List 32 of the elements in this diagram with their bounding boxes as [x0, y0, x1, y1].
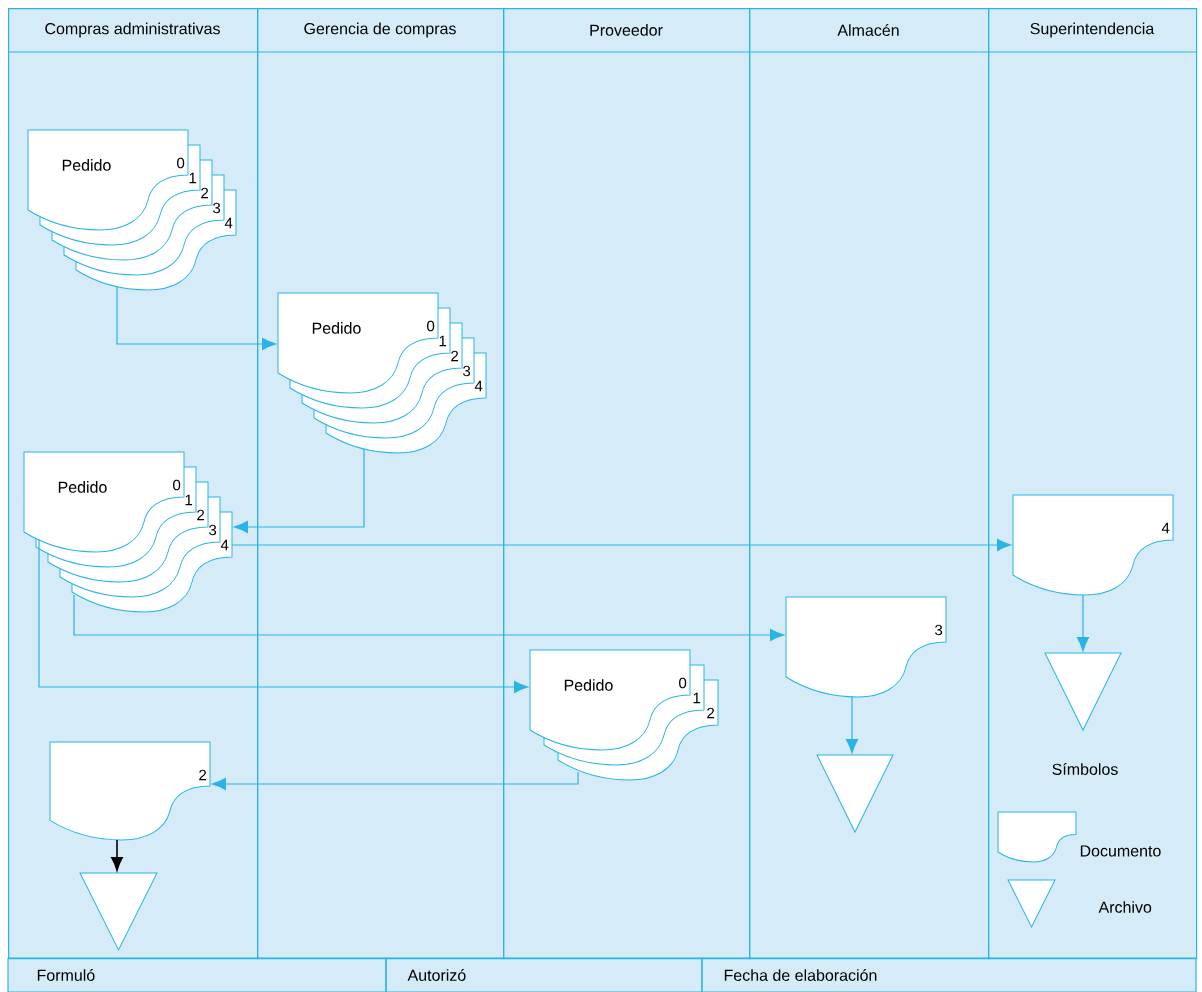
footer-cell: Autorizó: [385, 957, 703, 992]
arrow: [111, 839, 123, 871]
arrow: [233, 448, 365, 533]
node-label: 4: [224, 217, 233, 229]
node-label: 3: [213, 202, 221, 214]
archive-triangle: [1044, 652, 1122, 731]
node-label: 1: [185, 494, 193, 506]
arrow: [73, 594, 785, 641]
legend-entry: Archivo: [1007, 879, 1152, 928]
footer-cell: Formuló: [7, 957, 387, 992]
document-stack: Pedido 0 1 2 3 4: [277, 292, 487, 454]
arrow: [211, 771, 579, 790]
footer-cell: Fecha de elaboración: [701, 957, 1197, 992]
node-label: 0: [173, 479, 181, 491]
document-stack: Pedido 0 1 2 3 4: [27, 129, 237, 291]
legend-heading: Símbolos: [1052, 763, 1118, 775]
arrow: [38, 538, 529, 693]
archive-triangle: [816, 754, 894, 833]
arrow: [116, 286, 277, 350]
arrow: [231, 539, 1012, 551]
node-label: 4: [474, 380, 483, 392]
document-stack: Pedido 0 1 2 3 4: [23, 451, 233, 613]
archive-triangle: [79, 872, 158, 951]
node-label: 2: [707, 707, 715, 719]
node-label: 1: [693, 692, 701, 704]
arrow: [846, 696, 858, 754]
document-stack: Pedido 0 1 2: [529, 649, 719, 781]
legend-entry: Documento: [997, 811, 1161, 863]
node-label: 3: [463, 365, 471, 377]
arrow: [1077, 594, 1089, 652]
node-label: Pedido: [58, 481, 107, 493]
node-label: 2: [451, 350, 459, 362]
